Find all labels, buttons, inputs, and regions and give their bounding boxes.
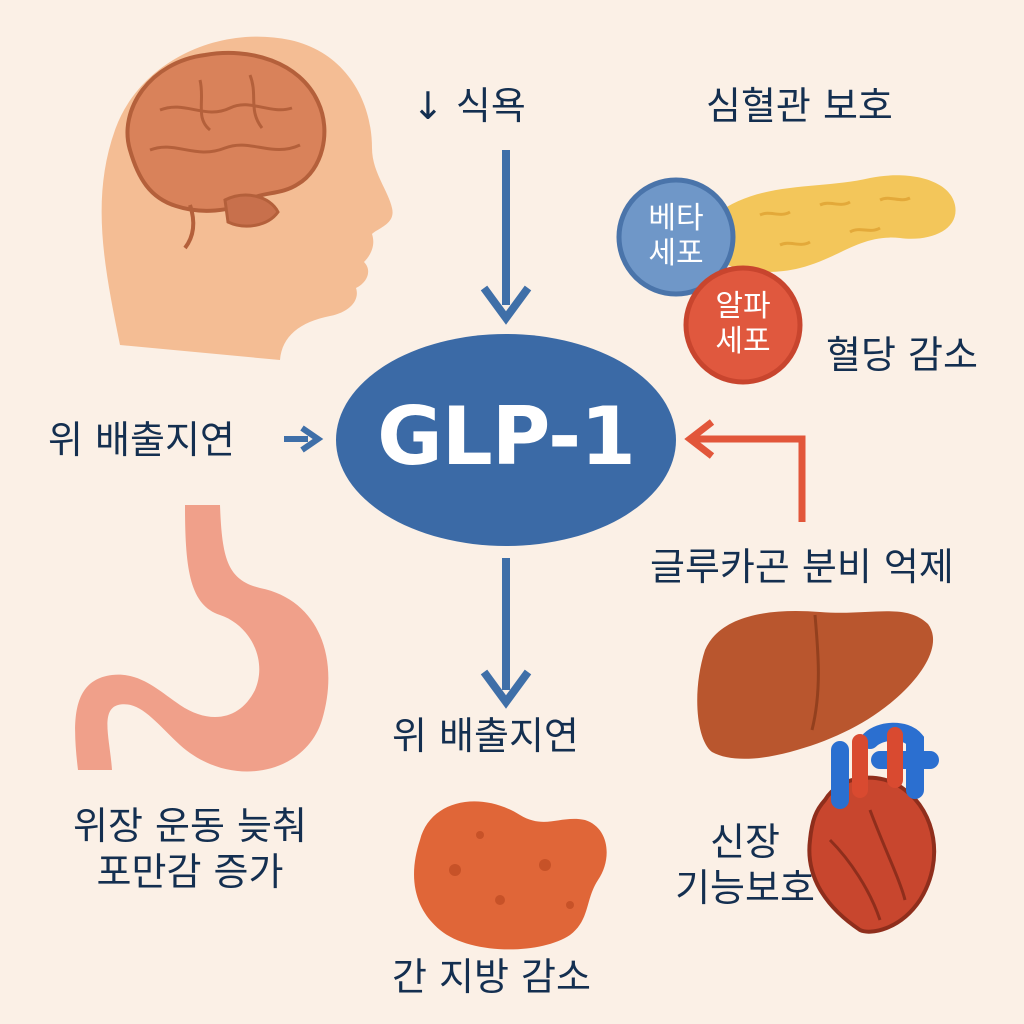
gastric-emptying-bottom-label: 위 배출지연 — [392, 714, 579, 758]
beta-cell-label-line1: 베타 — [648, 201, 704, 236]
cardio-protection-label: 심혈관 보호 — [706, 84, 893, 128]
liver-fat-illustration — [414, 801, 607, 950]
alpha-cell-label-line1: 알파 — [715, 289, 771, 324]
arrow-appetite-head — [480, 285, 532, 325]
liver-fat-label: 간 지방 감소 — [392, 955, 591, 999]
stomach-effect-label: 위장 운동 늦춰 포만감 증가 — [40, 804, 340, 895]
kidney-protection-label: 신장 기능보호 — [660, 820, 830, 911]
alpha-cell-label: 알파 세포 — [693, 289, 793, 359]
gastric-emptying-left-label: 위 배출지연 — [48, 418, 235, 462]
glp1-hub-label: GLP-1 — [377, 390, 636, 483]
alpha-cell-label-line2: 세포 — [715, 323, 771, 359]
arrow-glucagon-to-hub — [695, 435, 806, 522]
glucose-reduction-label: 혈당 감소 — [826, 333, 978, 377]
kidney-protection-line2: 기능보호 — [675, 865, 815, 910]
arrow-glucagon-head — [684, 419, 715, 459]
beta-cell-label: 베타 세포 — [626, 201, 726, 271]
glp1-hub-ellipse — [336, 334, 676, 546]
beta-cell — [616, 177, 736, 297]
stomach-illustration — [75, 505, 329, 772]
pancreas-illustration — [699, 175, 956, 272]
arrow-hub-to-gastric-head — [480, 669, 532, 709]
liver-illustration — [697, 610, 934, 759]
stomach-effect-line2: 포만감 증가 — [96, 849, 284, 894]
head-illustration — [101, 36, 393, 361]
glucagon-suppression-label: 글루카곤 분비 억제 — [650, 545, 954, 589]
kidney-protection-line1: 신장 — [710, 820, 780, 864]
arrow-gastric-left-head — [300, 425, 324, 453]
heart-illustration — [807, 722, 939, 934]
appetite-label: ↓ 식욕 — [412, 84, 526, 128]
beta-cell-label-line2: 세포 — [648, 235, 704, 271]
stomach-effect-line1: 위장 운동 늦춰 — [73, 804, 307, 848]
alpha-cell — [683, 265, 803, 385]
